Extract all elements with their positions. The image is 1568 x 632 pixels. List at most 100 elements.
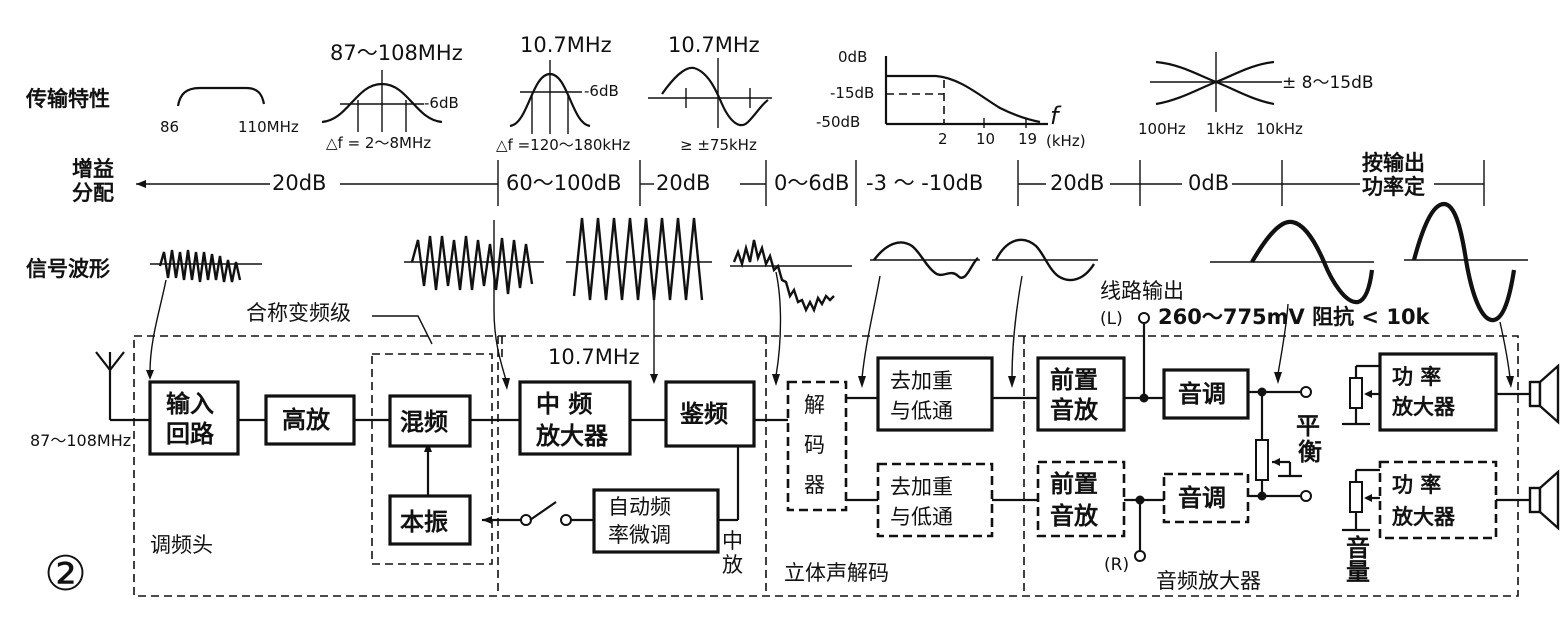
block-tone-r[interactable]: 音调 xyxy=(1162,472,1250,524)
combined-stage-label: 合称变频级 xyxy=(246,301,351,325)
block-mixer[interactable]: 混频 xyxy=(388,394,472,448)
deemph-tick-2: 2 xyxy=(938,130,948,148)
gain-label-3: 20dB xyxy=(656,171,710,195)
balance-potentiometer[interactable] xyxy=(1255,386,1312,502)
block-if-amp[interactable]: 中 频 放大器 xyxy=(518,380,632,456)
block-deemph-r-label-1: 去加重 xyxy=(890,475,953,499)
row-label-gain-2: 分配 xyxy=(72,181,114,205)
if-freq-annotation: 10.7MHz xyxy=(548,345,640,369)
mid-label-2: 放 xyxy=(722,553,743,577)
tuner-freq-label: 87～108MHz xyxy=(330,41,463,65)
speaker-icon-l xyxy=(1496,363,1560,425)
block-afc[interactable]: 自动频 率微调 xyxy=(592,488,720,554)
volume-potentiometer-l[interactable] xyxy=(1342,364,1380,426)
gain-label-5: -3 ～ -10dB xyxy=(866,171,983,195)
block-pa-l-label-2: 放大器 xyxy=(1391,395,1456,419)
transfer-curve-discriminator: 10.7MHz ≥ ±75kHz xyxy=(648,33,772,154)
afc-switch[interactable] xyxy=(529,501,557,521)
block-preamp-r[interactable]: 前置 音放 xyxy=(1036,460,1126,538)
block-dec-label-3: 器 xyxy=(804,473,825,497)
row-label-gain-1: 增益 xyxy=(72,157,114,181)
block-preamp-l[interactable]: 前置 音放 xyxy=(1036,356,1126,432)
disc-dev-label: ≥ ±75kHz xyxy=(680,136,757,154)
block-osc-label: 本振 xyxy=(400,508,448,536)
block-dec-label-2: 码 xyxy=(804,433,825,457)
balance-label-1: 平 xyxy=(1296,412,1320,440)
transfer-curve-tuner: 87～108MHz -6dB △f = 2～8MHz xyxy=(321,41,463,152)
block-deemphasis-l[interactable]: 去加重 与低通 xyxy=(876,356,994,432)
block-afc-label-1: 自动频 xyxy=(608,495,671,519)
row-label-signal: 信号波形 xyxy=(26,257,110,281)
block-pre-l-label-2: 音放 xyxy=(1050,396,1099,424)
transfer-curve-tone: ± 8～15dB 100Hz 1kHz 10kHz xyxy=(1138,52,1374,138)
signal-waveforms xyxy=(150,201,1528,323)
tone-f1-label: 100Hz xyxy=(1138,120,1186,138)
block-deemph-l-label-2: 与低通 xyxy=(890,399,953,423)
line-output-taps xyxy=(1134,312,1150,562)
deemph-f-label: f xyxy=(1050,102,1062,130)
balance-label-2: 衡 xyxy=(1298,438,1322,466)
figure-number: ② xyxy=(44,546,87,602)
gain-distribution: 20dB 60～100dB 20dB 0～6dB -3 ～ -10dB 20dB… xyxy=(136,151,1485,206)
if-freq-label: 10.7MHz xyxy=(520,33,612,57)
block-deemphasis-r[interactable]: 去加重 与低通 xyxy=(876,462,994,538)
block-pa-l-label-1: 功 率 xyxy=(1392,365,1441,389)
block-tone-r-label: 音调 xyxy=(1178,484,1226,512)
block-disc-label: 鉴频 xyxy=(679,400,728,428)
section-label-stereo: 立体声解码 xyxy=(784,561,889,585)
gain-label-8b: 功率定 xyxy=(1362,175,1425,199)
block-mixer-label: 混频 xyxy=(400,408,448,436)
section-outlines xyxy=(133,335,1519,597)
speaker-icon-r xyxy=(1496,469,1560,531)
mid-label-1: 中 xyxy=(722,529,743,553)
block-tone-l[interactable]: 音调 xyxy=(1162,368,1250,420)
antenna-freq-label: 87～108MHz xyxy=(30,431,131,450)
row-label-transfer: 传输特性 xyxy=(25,87,110,111)
transfer-curve-if: 10.7MHz -6dB △f =120～180kHz xyxy=(496,33,630,154)
block-pre-l-label-1: 前置 xyxy=(1050,366,1098,394)
gain-label-1: 20dB xyxy=(272,171,326,195)
tone-f2-label: 1kHz xyxy=(1206,120,1244,138)
block-if-label-2: 放大器 xyxy=(535,422,609,450)
block-local-osc[interactable]: 本振 xyxy=(388,494,472,546)
block-input-label-1: 输入 xyxy=(166,390,214,418)
block-deemph-r-label-2: 与低通 xyxy=(890,505,953,529)
block-pa-r-label-1: 功 率 xyxy=(1392,473,1441,497)
block-pre-r-label-2: 音放 xyxy=(1050,502,1099,530)
gain-label-6: 20dB xyxy=(1050,171,1104,195)
block-decoder[interactable]: 解 码 器 xyxy=(786,380,848,512)
signal-connections xyxy=(238,390,1302,526)
block-rf-amp[interactable]: 高放 xyxy=(264,394,356,446)
gain-label-4: 0～6dB xyxy=(774,171,849,195)
tuner-bw-label: △f = 2～8MHz xyxy=(326,134,431,152)
channel-r-label: (R) xyxy=(1104,555,1129,575)
gain-label-2: 60～100dB xyxy=(506,171,622,195)
deemph-0db: 0dB xyxy=(838,48,867,66)
switch-contact-left xyxy=(520,514,532,526)
antenna-icon xyxy=(95,351,150,422)
waveform-arrows xyxy=(146,220,1514,390)
block-power-amp-l[interactable]: 功 率 放大器 xyxy=(1378,352,1498,432)
block-discriminator[interactable]: 鉴频 xyxy=(664,380,756,448)
if-bw-label: △f =120～180kHz xyxy=(496,136,630,154)
volume-label-2: 量 xyxy=(1346,558,1370,586)
transfer-curve-deemphasis: 0dB -15dB -50dB 2 10 19 f (kHz) xyxy=(816,48,1086,150)
block-pa-r-label-2: 放大器 xyxy=(1391,505,1456,529)
deemph-15db: -15dB xyxy=(830,84,874,102)
transfer-curve-rf: 86 110MHz xyxy=(160,86,299,136)
volume-potentiometer-r[interactable] xyxy=(1342,468,1380,532)
block-dec-label-1: 解 xyxy=(804,393,825,417)
block-input-circuit[interactable]: 输入 回路 xyxy=(148,380,240,456)
deemph-50db: -50dB xyxy=(816,113,860,131)
line-out-spec: 260～775mV 阻抗 < 10k xyxy=(1158,305,1431,329)
rf-low-label: 86 xyxy=(160,118,179,136)
section-label-tuner: 调频头 xyxy=(150,533,213,557)
deemph-tick-19: 19 xyxy=(1018,130,1037,148)
deemph-unit-label: (kHz) xyxy=(1046,132,1086,150)
block-power-amp-r[interactable]: 功 率 放大器 xyxy=(1378,460,1498,540)
tuner-db-label: -6dB xyxy=(424,94,459,112)
disc-freq-label: 10.7MHz xyxy=(668,33,760,57)
volume-label-1: 音 xyxy=(1346,534,1370,562)
section-label-audio: 音频放大器 xyxy=(1156,569,1261,593)
